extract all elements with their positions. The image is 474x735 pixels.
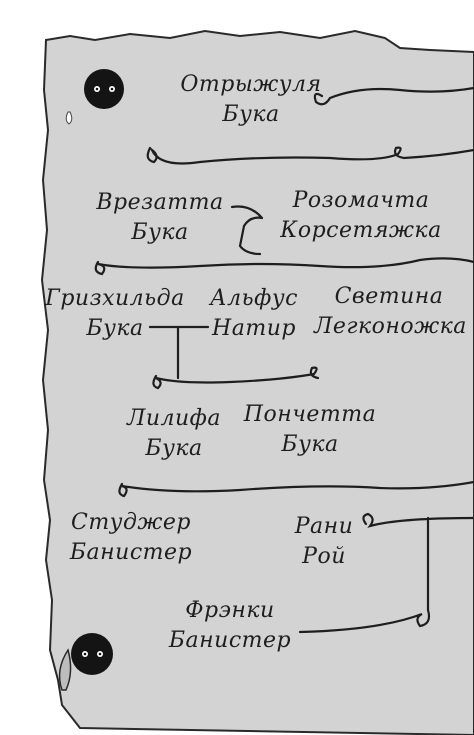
marriage-bracket	[298, 512, 474, 634]
person-grizkhilda: Гризхильда Бука	[40, 284, 190, 344]
person-ponchetta: Пончетта Бука	[240, 400, 380, 460]
person-last-name: Бука	[145, 436, 203, 461]
person-first-name: Врезатта	[96, 190, 224, 215]
person-first-name: Отрыжуля	[180, 72, 322, 97]
person-rani: Рани Рой	[282, 512, 366, 572]
marriage-bracket	[230, 205, 264, 256]
person-studzher: Студжер Банистер	[64, 508, 198, 568]
person-svetina: Светина Легконожка	[314, 282, 467, 342]
person-first-name: Студжер	[70, 510, 191, 535]
person-first-name: Пончетта	[243, 402, 377, 427]
person-otryzhulya: Отрыжуля Бука	[176, 70, 326, 130]
person-vrezatta: Врезатта Бука	[96, 188, 224, 248]
person-last-name: Банистер	[69, 540, 193, 565]
person-alfus: Альфус Натир	[196, 284, 312, 344]
person-last-name: Легконожка	[314, 314, 467, 339]
soot-sprite-icon	[71, 633, 113, 675]
lineage-line	[118, 480, 474, 498]
parchment-sheet	[40, 29, 474, 735]
lineage-line	[313, 86, 474, 106]
person-last-name: Бука	[281, 432, 339, 457]
person-first-name: Лилифа	[126, 406, 222, 431]
person-first-name: Гризхильда	[45, 286, 185, 311]
torn-corner	[58, 648, 72, 691]
person-last-name: Бука	[222, 102, 280, 127]
person-frenki: Фрэнки Банистер	[160, 596, 300, 656]
marriage-bracket	[148, 325, 210, 380]
soot-sprite-icon	[84, 69, 124, 109]
lineage-line	[152, 366, 320, 390]
lineage-line	[146, 146, 474, 165]
person-first-name: Альфус	[210, 286, 298, 311]
person-lilifa: Лилифа Бука	[118, 404, 230, 464]
paper-drip	[65, 111, 73, 125]
person-first-name: Фрэнки	[185, 598, 275, 623]
person-last-name: Рой	[302, 544, 346, 569]
person-last-name: Корсетяжка	[280, 218, 442, 243]
person-last-name: Натир	[212, 316, 296, 341]
person-rozomachta: Розомачта Корсетяжка	[266, 186, 456, 246]
lineage-line	[94, 257, 474, 276]
person-first-name: Светина	[334, 284, 444, 309]
person-last-name: Банистер	[168, 628, 292, 653]
person-first-name: Розомачта	[292, 188, 430, 213]
person-last-name: Бука	[131, 220, 189, 245]
person-first-name: Рани	[294, 514, 354, 539]
person-last-name: Бука	[86, 316, 144, 341]
